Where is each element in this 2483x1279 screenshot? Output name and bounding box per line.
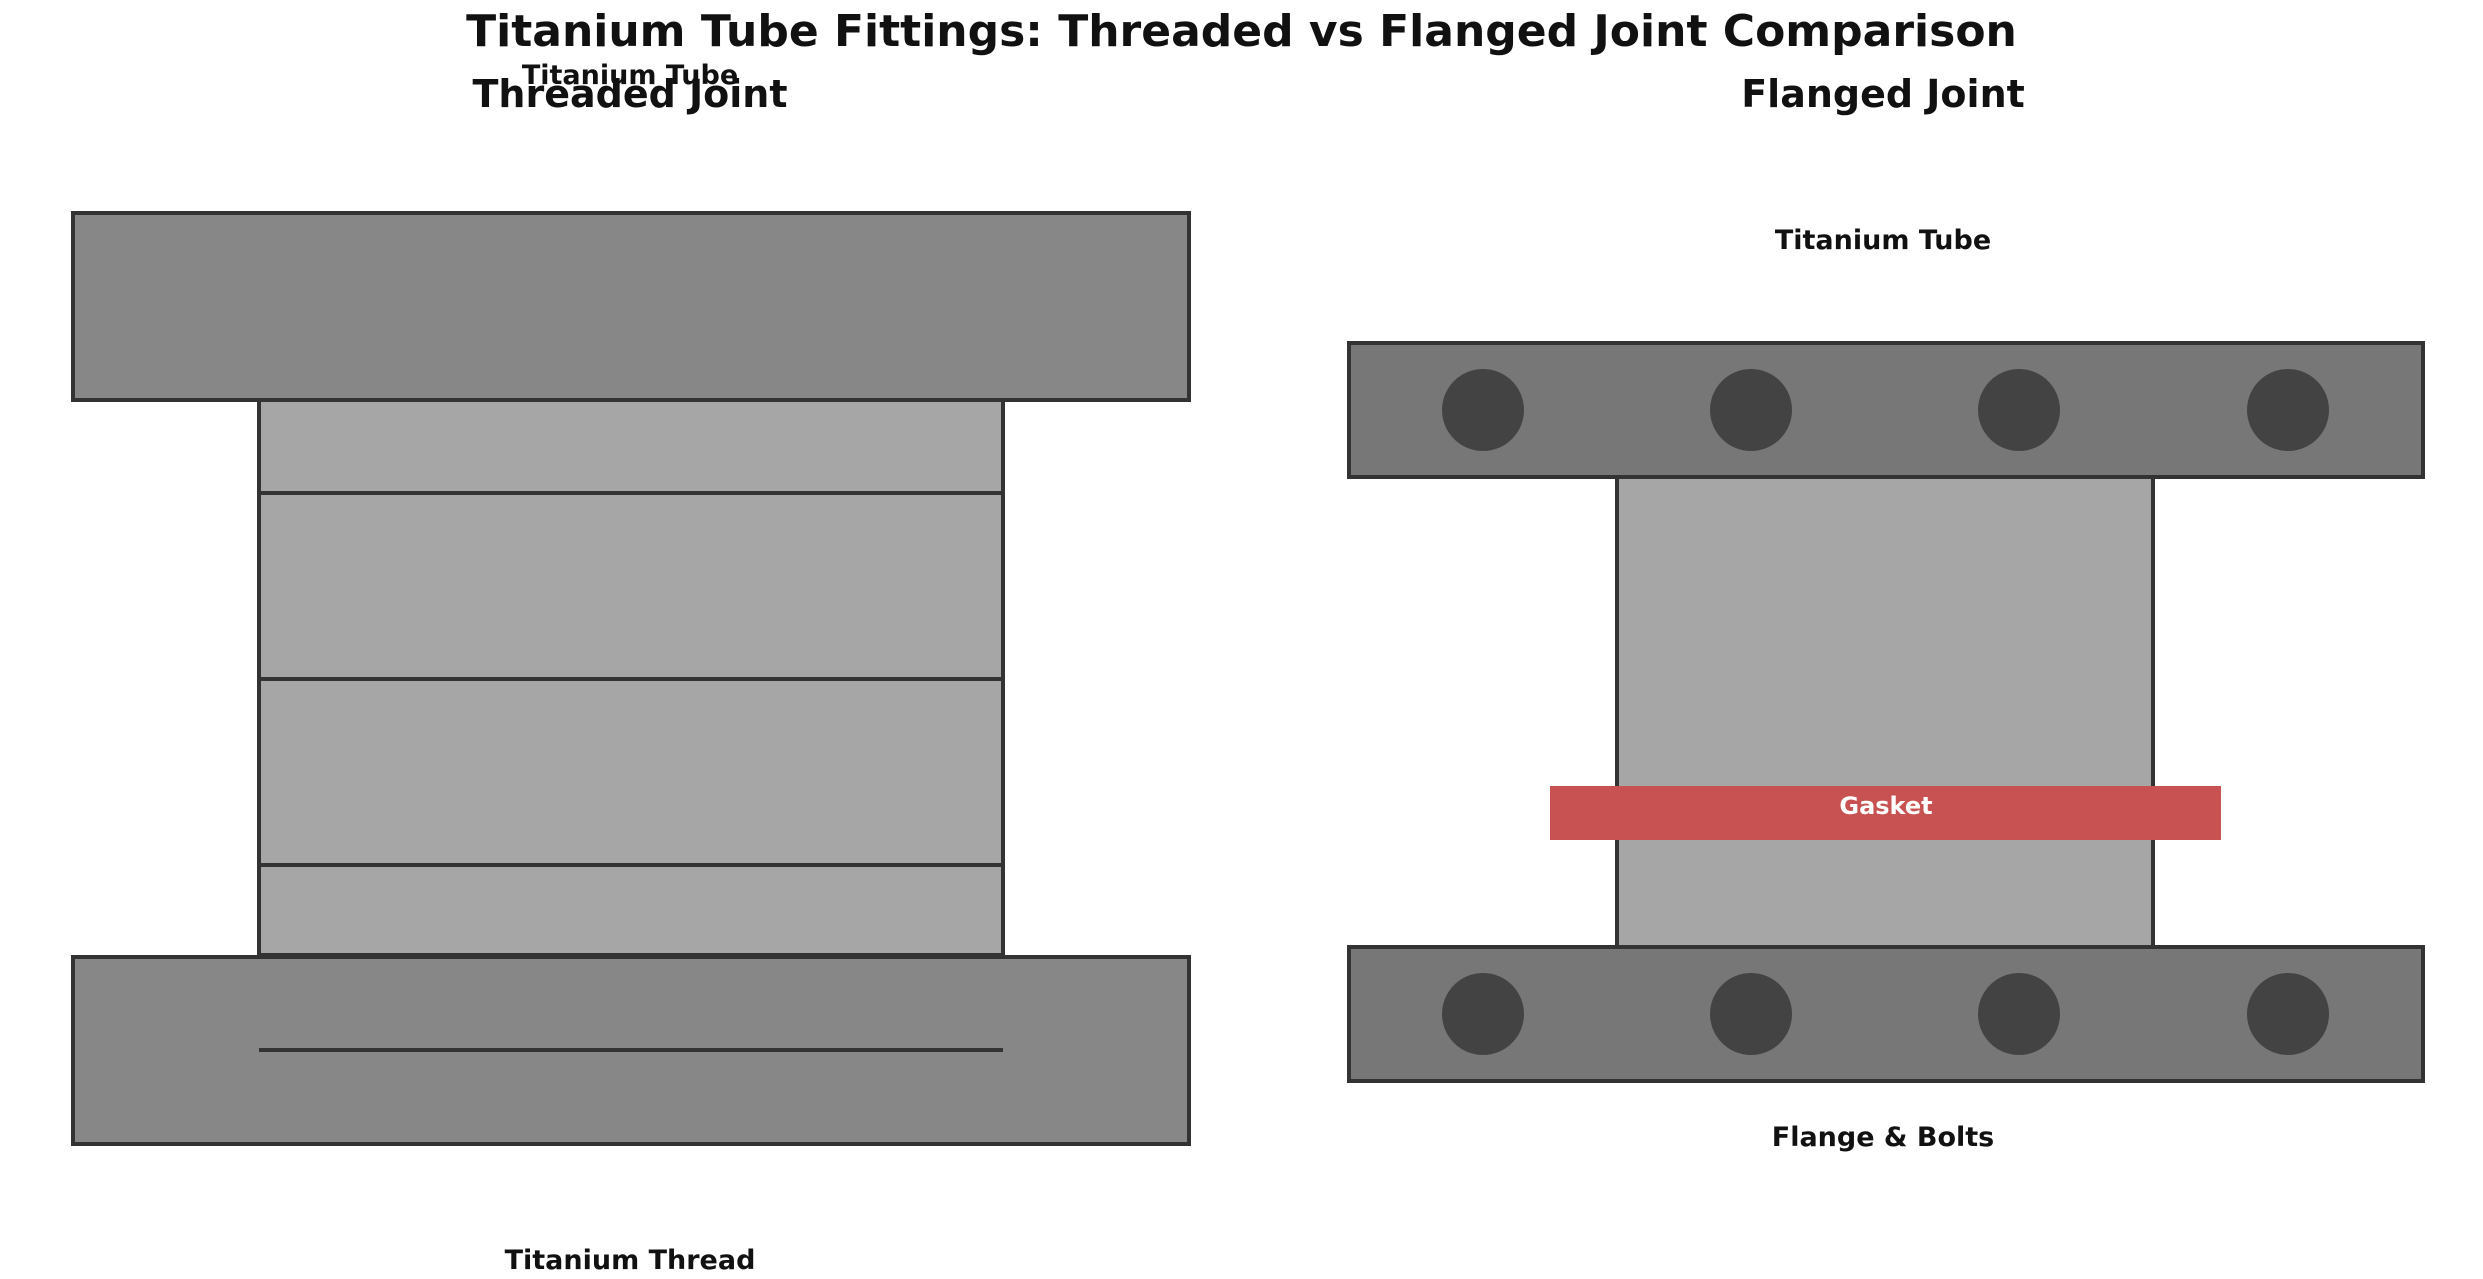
flanged-top-label: Titanium Tube (1774, 225, 1992, 256)
bolt-icon (1710, 369, 1792, 451)
threaded-top-fitting (71, 211, 1191, 402)
gasket (1550, 786, 2221, 840)
flanged-bottom-label: Flange & Bolts (1771, 1122, 1995, 1153)
flanged-tube-body (1615, 473, 2155, 951)
threaded-top-label: Titanium Tube (521, 60, 739, 91)
flanged-joint-heading: Flanged Joint (1741, 72, 2025, 116)
threaded-joint (71, 211, 1191, 1146)
bottom-flange (1347, 945, 2425, 1083)
bolt-icon (1978, 369, 2060, 451)
bolt-icon (1442, 369, 1524, 451)
threaded-joint-heading: Threaded Joint (472, 72, 788, 116)
diagram-title: Titanium Tube Fittings: Threaded vs Flan… (466, 6, 2017, 57)
threaded-bottom-label: Titanium Thread (504, 1245, 756, 1276)
bolt-icon (1978, 973, 2060, 1055)
top-flange (1347, 341, 2425, 479)
bolt-icon (2247, 973, 2329, 1055)
bolt-icon (2247, 369, 2329, 451)
flanged-joint (1347, 341, 2425, 1083)
gasket-label: Gasket (1839, 792, 1933, 820)
bolt-icon (1442, 973, 1524, 1055)
bolt-icon (1710, 973, 1792, 1055)
